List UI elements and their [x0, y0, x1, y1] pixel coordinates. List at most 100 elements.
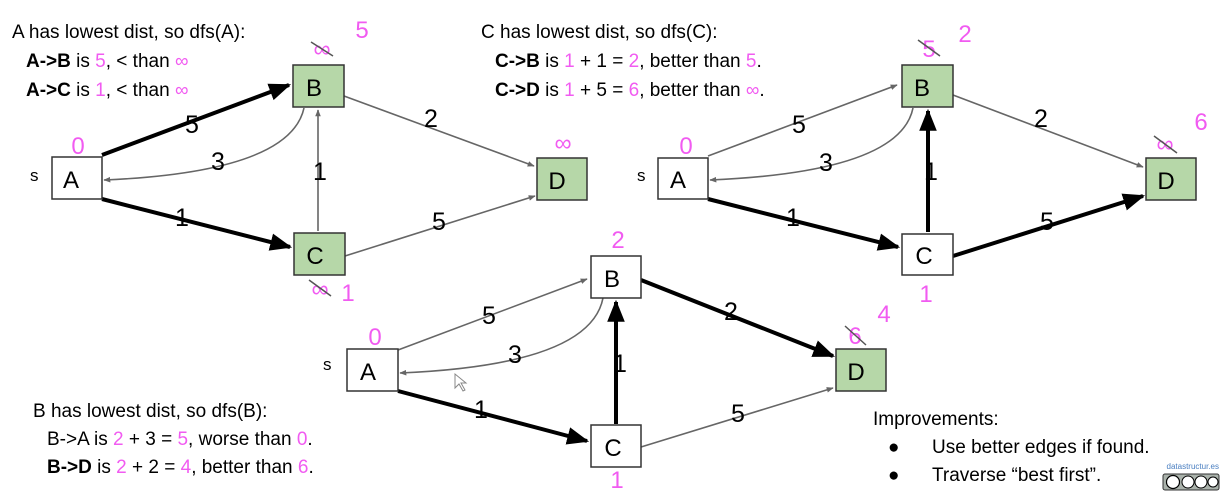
panel3-dist-d-strike — [844, 325, 867, 346]
site-link: datastructur.es — [1167, 462, 1219, 471]
panel1-caption-title: A has lowest dist, so dfs(A): — [12, 22, 245, 43]
panel1-weight-ac: 1 — [175, 204, 189, 232]
panel1-weight-bd: 2 — [424, 105, 438, 133]
improvements-title: Improvements: — [873, 409, 999, 430]
svg-text:D: D — [847, 359, 864, 386]
footer: datastructur.es — [1162, 462, 1220, 491]
panel1-node-d: D — [536, 157, 588, 201]
panel3-edge-a-b — [397, 278, 588, 351]
panel3-node-c: C — [590, 424, 642, 468]
panel3-node-d: D — [835, 348, 887, 392]
panel3-dist-d-new: 4 — [877, 301, 890, 328]
panel2-dist-d-new: 6 — [1194, 109, 1207, 136]
panel2-edge-b-a — [709, 107, 914, 183]
improvement-item-2: Traverse “best first”. — [932, 465, 1101, 486]
panel3-dist-a: 0 — [368, 324, 381, 351]
panel1-dist-c-strike — [308, 279, 332, 297]
cc-license-badge-icon — [1162, 473, 1220, 491]
panel1-dist-c-old: ∞ — [311, 276, 328, 303]
panel2-dist-b-new: 2 — [958, 21, 971, 48]
panel2-edge-b-d — [952, 94, 1144, 168]
panel3-source-label: s — [323, 355, 332, 374]
panel3-weight-ab: 5 — [482, 302, 496, 330]
panel1-source-label: s — [30, 166, 39, 185]
panel2-edge-a-c — [707, 197, 901, 251]
svg-text:B: B — [306, 75, 322, 102]
svg-text:C: C — [915, 243, 932, 270]
panel1-caption-line1: A->B is 5, < than ∞ — [26, 51, 188, 72]
svg-text:A: A — [63, 167, 79, 194]
panel2-source-label: s — [637, 166, 646, 185]
panel1-dist-d: ∞ — [554, 130, 571, 157]
panel2-weight-bd: 2 — [1034, 105, 1048, 133]
panel3-dist-d-old: 6 — [848, 323, 861, 350]
panel2-dist-d-strike — [1153, 135, 1178, 154]
panel1-edge-a-c — [101, 197, 293, 251]
bullet-icon: ● — [888, 437, 899, 458]
panel1-weight-cd: 5 — [432, 208, 446, 236]
panel3-node-a: A — [346, 348, 399, 392]
panel-2: C has lowest dist, so dfs(C): C->B is 1 … — [481, 21, 1208, 308]
panel2-dist-b-old: 5 — [922, 36, 935, 63]
panel2-edge-c-d — [952, 193, 1146, 258]
panel3-weight-cd: 5 — [731, 400, 745, 428]
panel-3: B has lowest dist, so dfs(B): B->A is 2 … — [33, 227, 891, 492]
panel1-edge-b-d — [343, 95, 535, 167]
panel1-dist-b-strike — [310, 41, 334, 57]
panel2-weight-ac: 1 — [786, 204, 800, 232]
panel2-edge-a-b — [707, 84, 898, 157]
mouse-cursor-icon — [454, 372, 468, 392]
panel1-node-a: A — [51, 156, 103, 200]
panel3-weight-ba: 3 — [508, 341, 522, 369]
panel3-weight-bd: 2 — [724, 298, 738, 326]
panel2-dist-a: 0 — [679, 133, 692, 160]
panel2-weight-cd: 5 — [1040, 208, 1054, 236]
panel1-node-c: C — [293, 232, 346, 276]
panel1-edge-c-d — [344, 195, 536, 257]
panel1-edge-b-a — [103, 107, 305, 183]
svg-text:B: B — [604, 266, 620, 293]
panel3-node-b: B — [590, 255, 642, 299]
svg-text:C: C — [306, 243, 323, 270]
panel2-dist-b-strike — [917, 39, 941, 57]
panel3-dist-c: 1 — [610, 467, 623, 492]
panel1-weight-cb: 1 — [313, 158, 327, 186]
bullet-icon: ● — [888, 465, 899, 486]
panel3-dist-b: 2 — [611, 227, 624, 254]
svg-text:A: A — [360, 359, 376, 386]
panel3-edge-b-a — [399, 297, 604, 376]
improvements-list: Improvements: ● Use better edges if foun… — [873, 409, 1150, 486]
panel1-caption-line2: A->C is 1, < than ∞ — [26, 80, 188, 101]
panel-1: A has lowest dist, so dfs(A): A->B is 5,… — [12, 17, 588, 307]
panel3-weight-ac: 1 — [474, 396, 488, 424]
panel1-node-b: B — [292, 64, 345, 108]
panel1-weight-ab: 5 — [185, 111, 199, 139]
panel2-caption-line1: C->B is 1 + 1 = 2, better than 5. — [495, 51, 762, 72]
panel1-dist-b-new: 5 — [355, 17, 368, 44]
panel2-weight-cb: 1 — [924, 158, 938, 186]
panel1-weight-ba: 3 — [211, 148, 225, 176]
panel2-dist-c: 1 — [919, 281, 932, 308]
svg-text:B: B — [914, 75, 930, 102]
panel3-caption-line1: B->A is 2 + 3 = 5, worse than 0. — [47, 429, 313, 450]
panel2-weight-ba: 3 — [819, 149, 833, 177]
panel2-node-a: A — [657, 157, 709, 200]
svg-text:D: D — [1157, 168, 1174, 195]
panel2-caption-title: C has lowest dist, so dfs(C): — [481, 22, 718, 43]
svg-text:D: D — [548, 168, 565, 195]
panel3-caption-line2: B->D is 2 + 2 = 4, better than 6. — [47, 457, 314, 478]
panel3-edge-b-d — [640, 278, 836, 358]
panel1-dist-c-new: 1 — [341, 280, 354, 307]
panel2-node-b: B — [901, 64, 954, 108]
panel3-weight-cb: 1 — [613, 350, 627, 378]
panel3-caption-title: B has lowest dist, so dfs(B): — [33, 401, 267, 422]
panel2-caption-line2: C->D is 1 + 5 = 6, better than ∞. — [495, 80, 765, 101]
panel1-dist-a: 0 — [71, 133, 84, 160]
panel1-edge-a-b — [101, 83, 292, 157]
improvement-item-1: Use better edges if found. — [932, 437, 1150, 458]
svg-text:A: A — [670, 167, 686, 194]
panel2-node-d: D — [1145, 157, 1197, 201]
panel3-edge-a-c — [397, 389, 590, 445]
panel3-edge-c-d — [640, 387, 834, 448]
